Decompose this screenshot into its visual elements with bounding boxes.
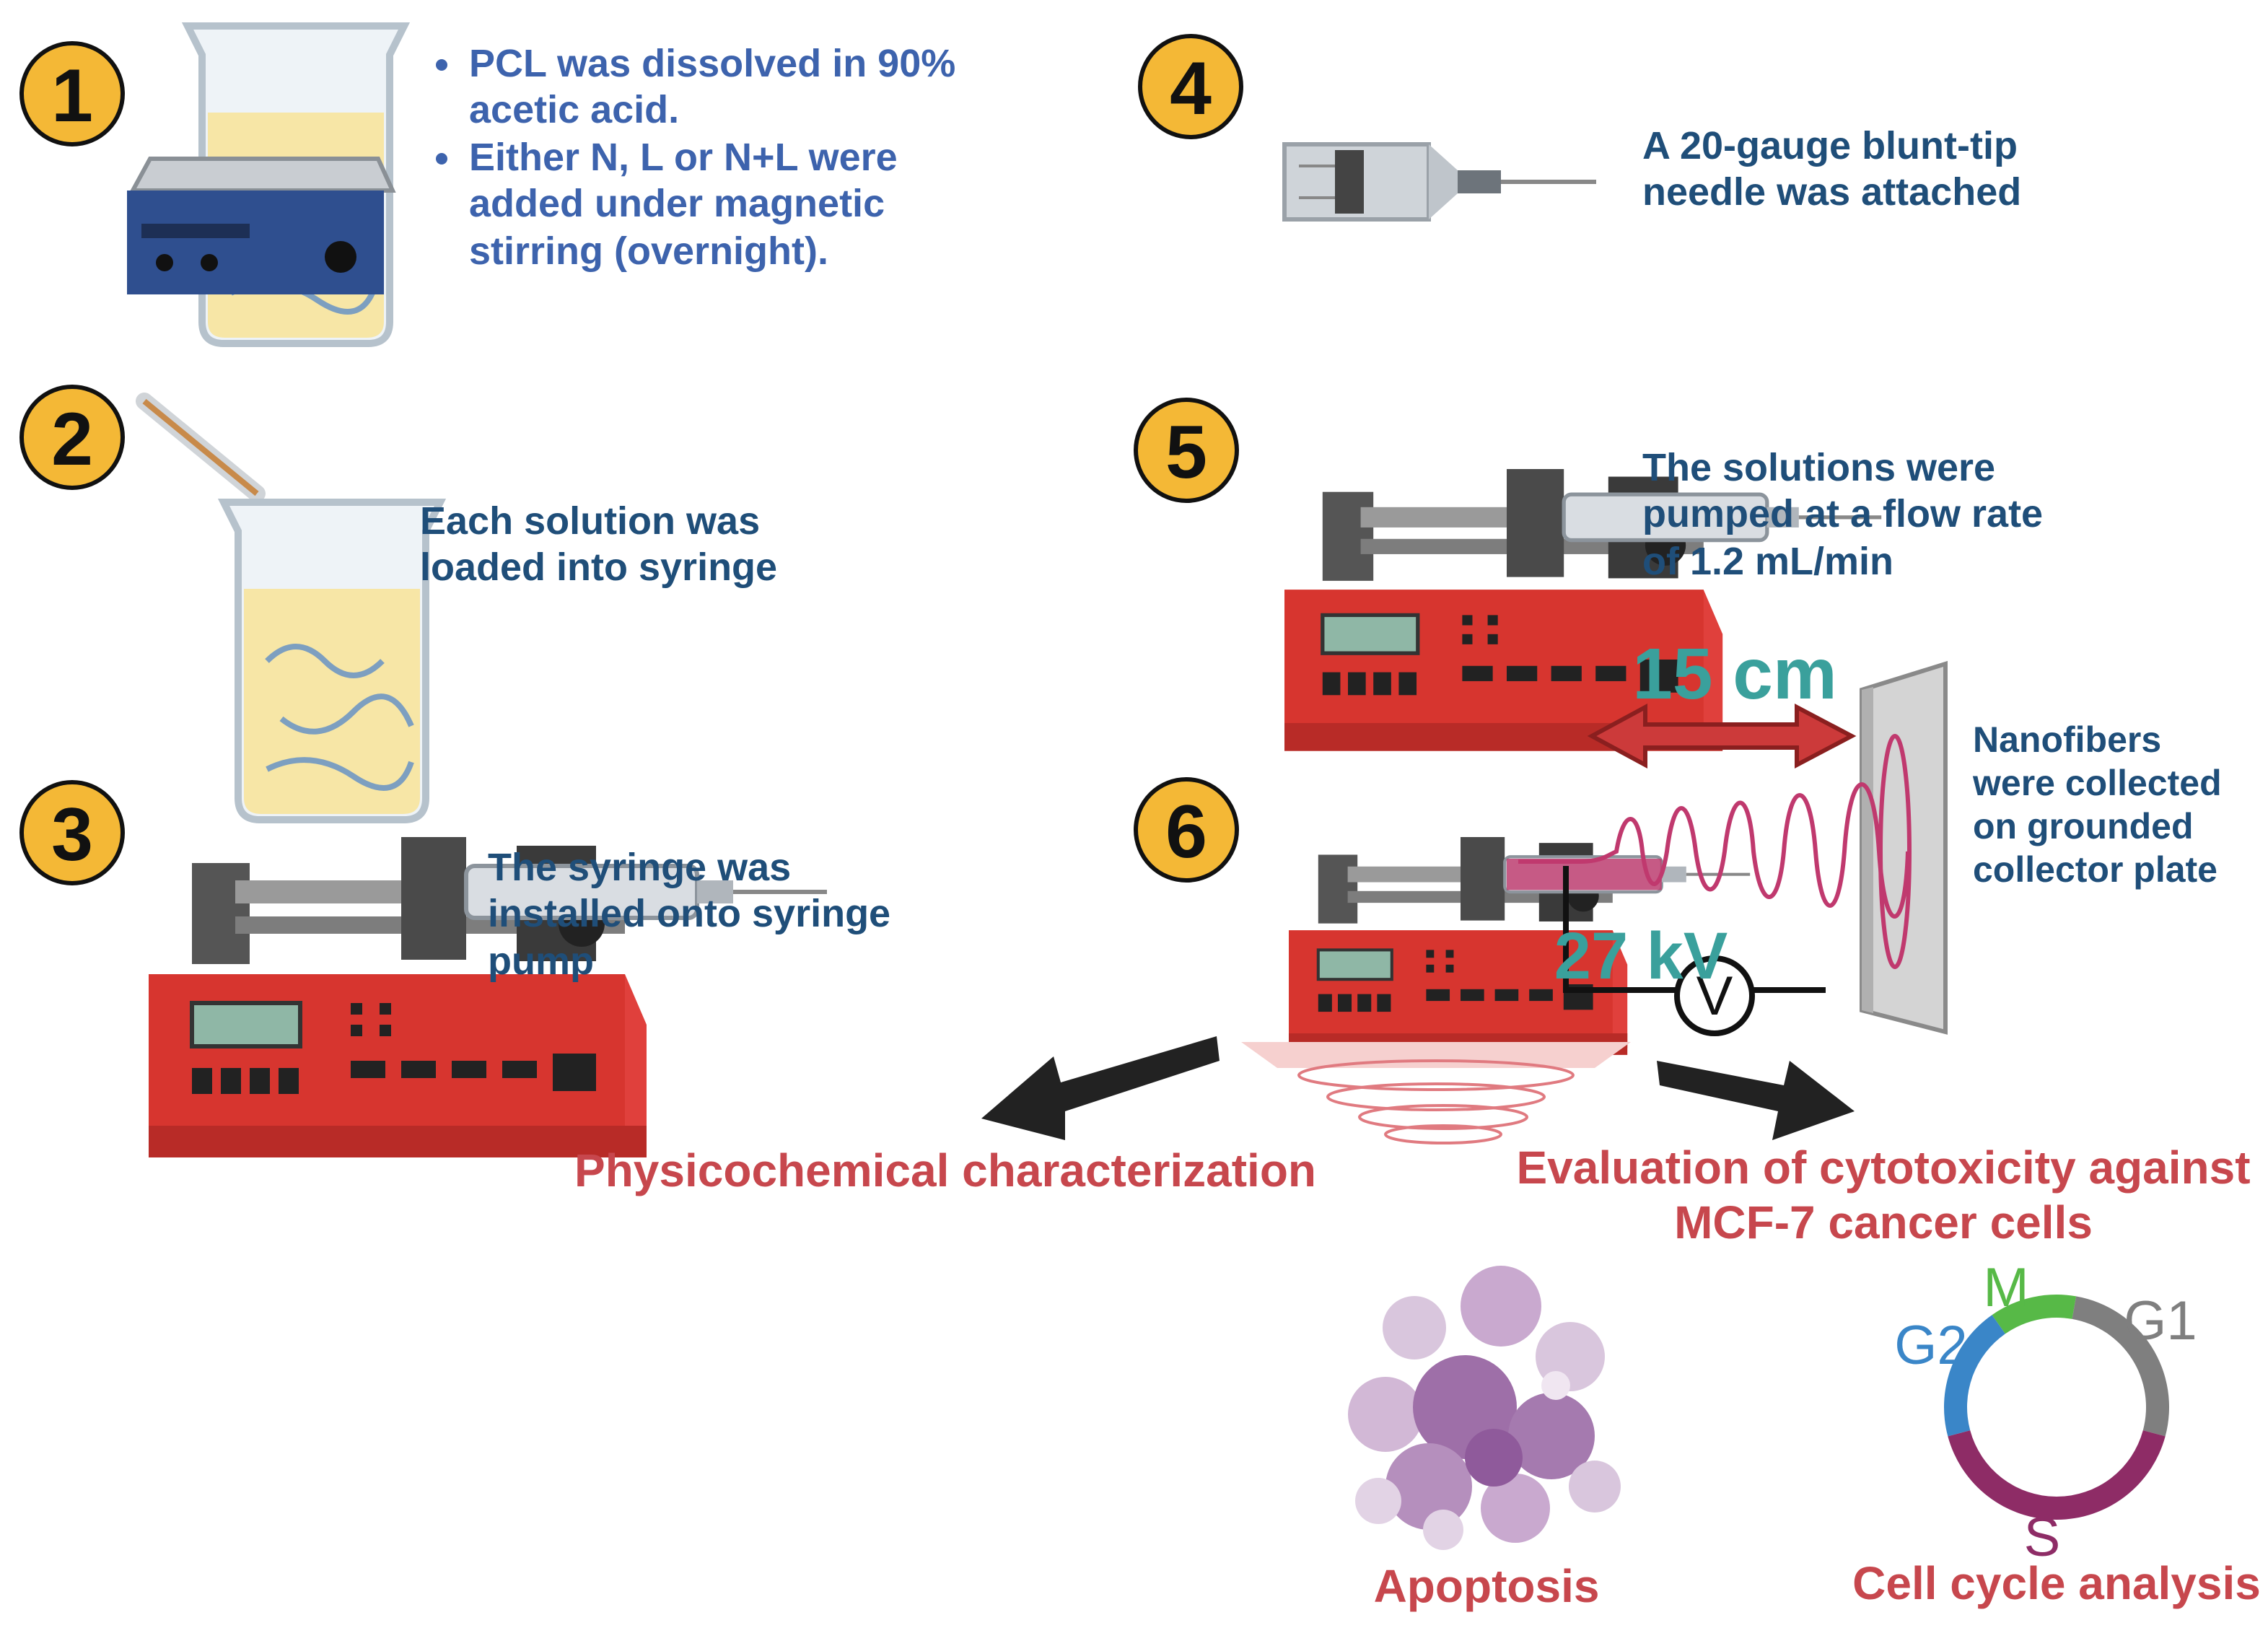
phase-label-m: M [1983,1257,2028,1318]
arrow-right [1657,1061,1855,1140]
collector-plate [1860,660,1948,1035]
outcome-cytotoxicity: Evaluation of cytotoxicity against MCF-7… [1516,1142,2251,1249]
step-5-text: The solutions were pumped at a flow rate… [1642,446,2044,583]
step-1-text: PCL was dissolved in 90% acetic acid. Ei… [426,40,989,274]
phase-label-s: S [2024,1507,2061,1568]
distance-label: 15 cm [1632,634,1837,714]
svg-text:6: 6 [1165,790,1207,874]
cycle-segment-g1 [2072,1296,2170,1437]
circuit-wires [1563,866,1826,993]
cell-cycle-label: Cell cycle analysis [1852,1557,2261,1609]
cycle-segment-m [1992,1295,2077,1334]
distance-arrow [1587,703,1857,769]
apoptosis-icon [1348,1266,1621,1550]
syringe-needle-icon [1282,142,1596,222]
voltage-label: 27 kV [1554,919,1728,993]
svg-text:4: 4 [1170,47,1212,131]
step-badge-5: 5 [1134,398,1239,503]
step-badge-1: 1 [19,41,125,146]
svg-text:1: 1 [51,54,93,138]
magnetic-stirrer-icon [127,26,404,343]
phase-label-g1: G1 [2124,1290,2197,1352]
outcome-physicochemical: Physicochemical characterization [574,1144,1316,1196]
step-1-bullet-1: PCL was dissolved in 90% acetic acid. [469,40,989,134]
step-badge-2: 2 [19,385,125,490]
step-6-text: Nanofibers were collected on grounded co… [1973,720,2222,890]
cycle-segment-g2 [1944,1315,2005,1437]
step-2-text: Each solution was loaded into syringe [420,499,778,590]
step-4-text: A 20-gauge blunt-tip needle was attached [1642,124,2022,214]
voltmeter-icon: V [1674,955,1755,1036]
step-1-bullet-2: Either N, L or N+L were added under magn… [469,134,989,274]
nanofiber-mat-icon [1241,1042,1631,1144]
svg-text:2: 2 [51,398,93,481]
cell-cycle-ring [1944,1295,2170,1520]
step-badge-3: 3 [19,780,125,885]
step-3-text: The syringe was installed onto syringe p… [488,846,891,983]
svg-text:3: 3 [51,793,93,877]
step-badge-4: 4 [1138,34,1243,139]
syringe-pump-icon-step6 [1289,837,1750,1055]
apoptosis-label: Apoptosis [1373,1560,1600,1612]
pipette-beaker-icon [136,393,440,820]
step-badge-6: 6 [1134,777,1239,883]
cycle-segment-s [1948,1430,2166,1520]
svg-text:V: V [1696,966,1733,1027]
svg-text:5: 5 [1165,411,1207,494]
arrow-left [981,1036,1220,1140]
fiber-jet-coil [1518,734,1912,969]
phase-label-g2: G2 [1894,1315,1967,1376]
